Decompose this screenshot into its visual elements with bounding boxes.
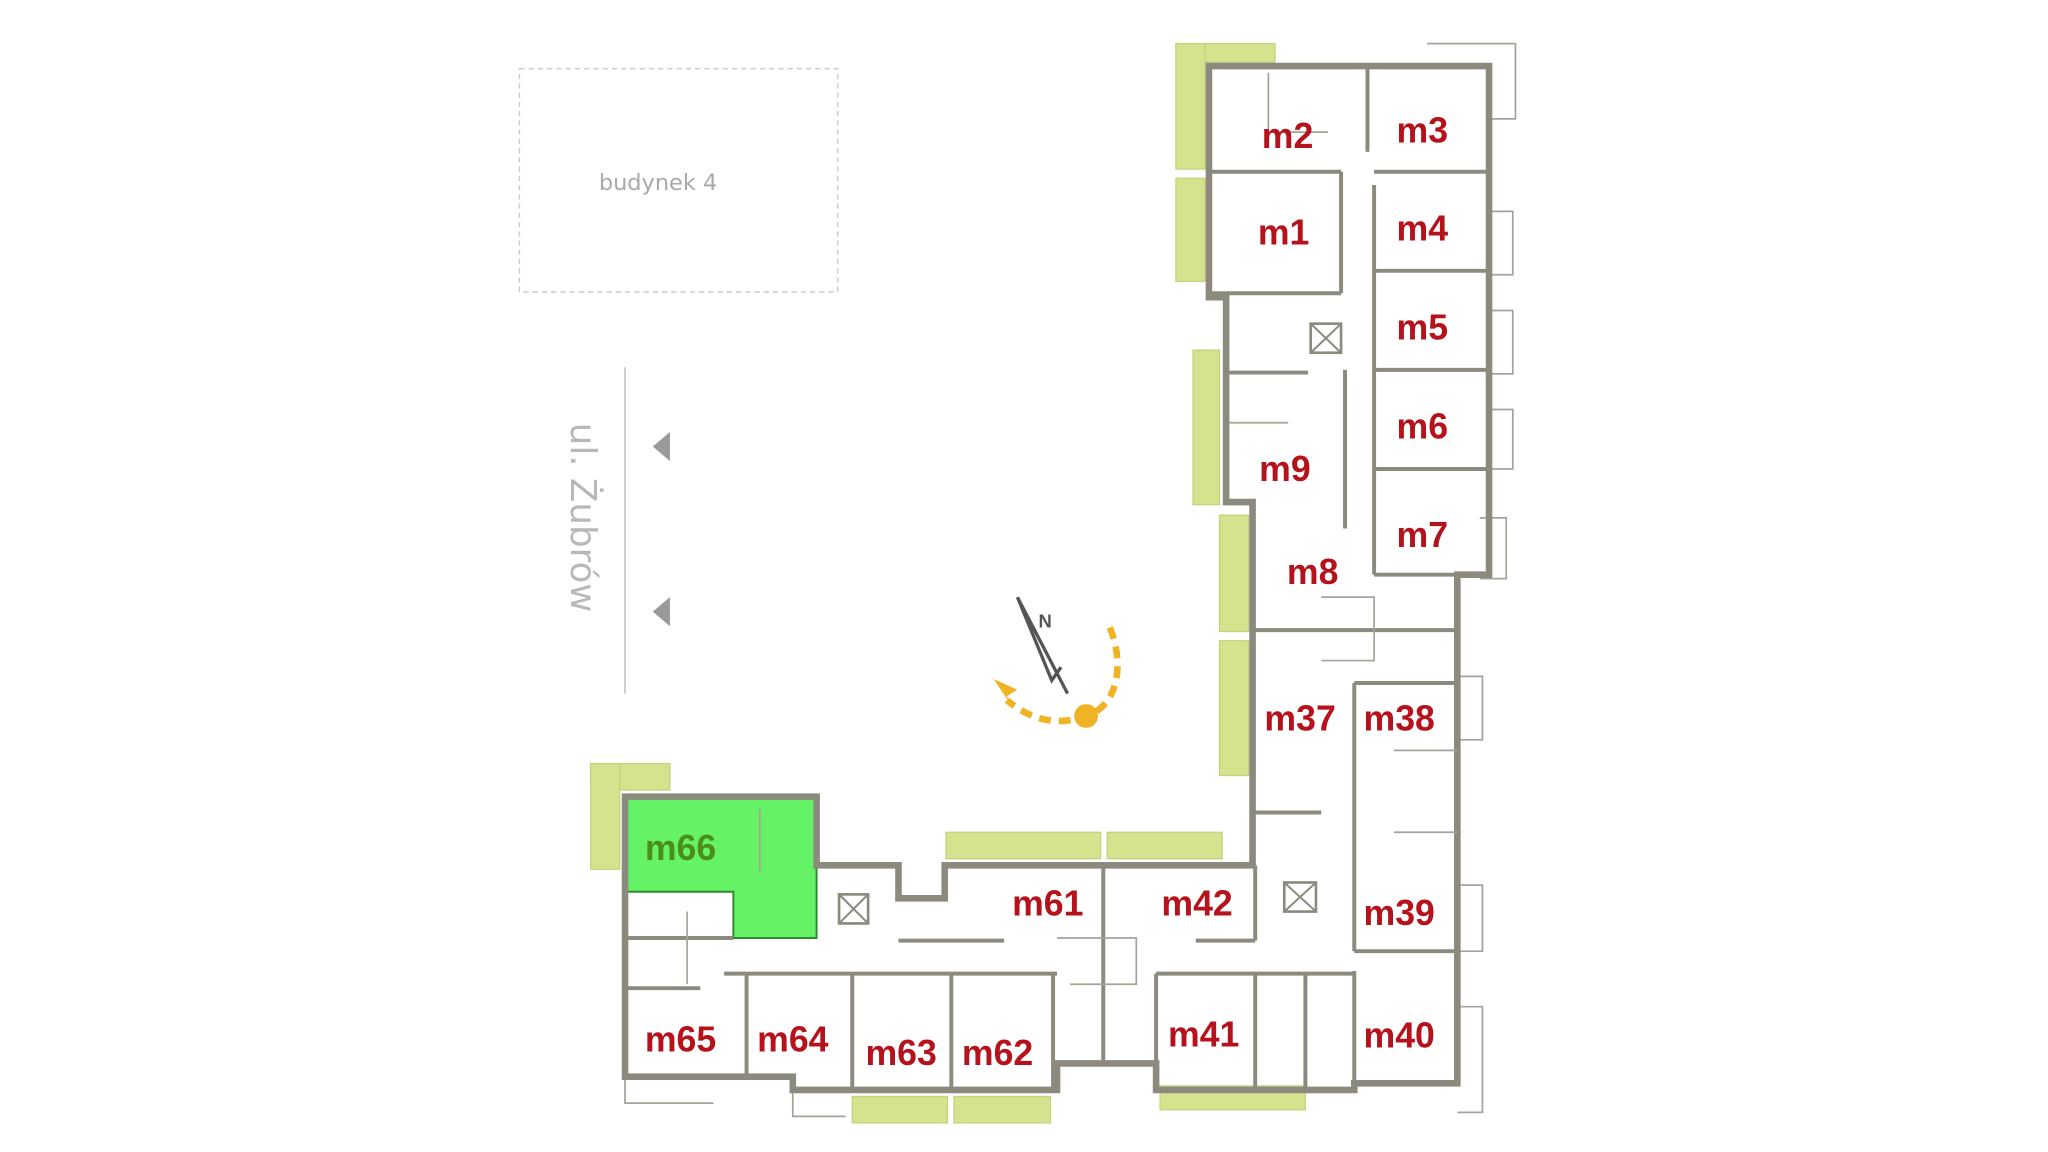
unit-m7[interactable]: m7: [1397, 515, 1449, 555]
east-balconies: [624, 42, 1517, 1118]
rotation-arrow-icon: [1004, 626, 1121, 725]
street: ul. Żubrów: [562, 367, 670, 694]
unit-m5[interactable]: m5: [1397, 308, 1449, 348]
unit-m65[interactable]: m65: [645, 1020, 716, 1060]
unit-m4[interactable]: m4: [1397, 208, 1449, 248]
direction-arrow-icon: [652, 432, 670, 462]
unit-m37[interactable]: m37: [1264, 699, 1335, 739]
direction-arrow-icon: [652, 597, 670, 627]
unit-m62[interactable]: m62: [962, 1033, 1033, 1073]
elevator-icon: [1309, 322, 1343, 355]
compass: N: [993, 596, 1121, 728]
elevator-icon: [837, 893, 870, 925]
unit-m9[interactable]: m9: [1259, 449, 1311, 489]
unit-m3[interactable]: m3: [1397, 111, 1449, 151]
neighbour-building-label: budynek 4: [599, 170, 717, 196]
unit-m42[interactable]: m42: [1161, 884, 1232, 924]
unit-m38[interactable]: m38: [1364, 699, 1435, 739]
street-label: ul. Żubrów: [562, 423, 604, 613]
unit-m64[interactable]: m64: [757, 1020, 829, 1060]
unit-m2[interactable]: m2: [1262, 116, 1314, 156]
unit-labels: m1 m2 m3 m4 m5 m6 m7 m8 m9 m37 m38 m39 m…: [645, 111, 1448, 1073]
unit-m39[interactable]: m39: [1364, 893, 1435, 933]
north-needle-icon: [1015, 596, 1070, 695]
unit-m66[interactable]: m66: [645, 828, 716, 868]
walls: [621, 62, 1493, 1094]
unit-m1[interactable]: m1: [1258, 212, 1310, 252]
balconies: [590, 42, 1307, 1124]
elevator-icon: [1282, 881, 1318, 913]
unit-m40[interactable]: m40: [1364, 1016, 1435, 1056]
unit-m8[interactable]: m8: [1287, 552, 1339, 592]
neighbour-building: budynek 4: [518, 67, 839, 293]
unit-m41[interactable]: m41: [1168, 1014, 1239, 1054]
unit-m61[interactable]: m61: [1012, 884, 1083, 924]
north-letter: N: [1039, 611, 1052, 632]
unit-m63[interactable]: m63: [865, 1033, 936, 1073]
unit-m6[interactable]: m6: [1397, 407, 1449, 447]
